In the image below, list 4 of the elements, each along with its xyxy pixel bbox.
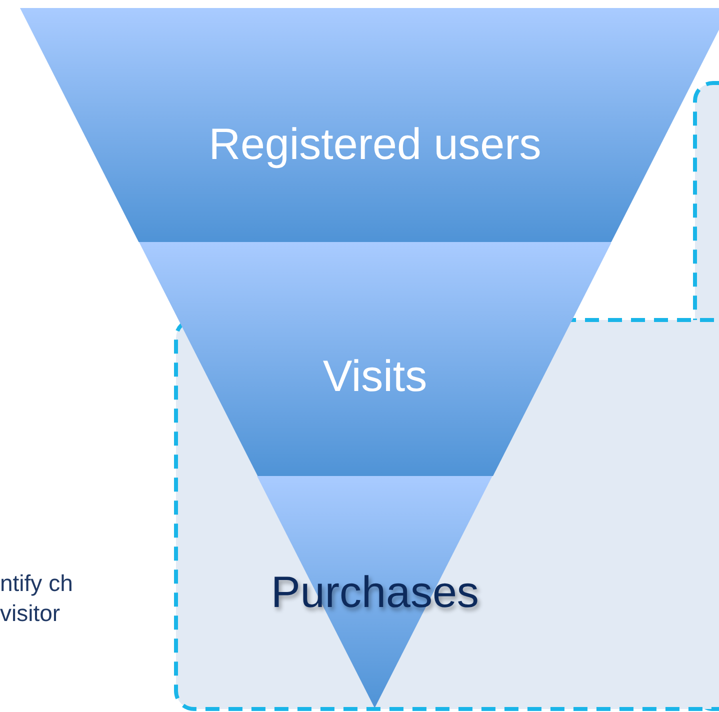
note-text: ntify ch visitor <box>0 569 74 628</box>
stage-label: Visits <box>322 352 428 402</box>
stage-label: Registered users <box>208 120 542 170</box>
funnel-band <box>20 8 719 242</box>
